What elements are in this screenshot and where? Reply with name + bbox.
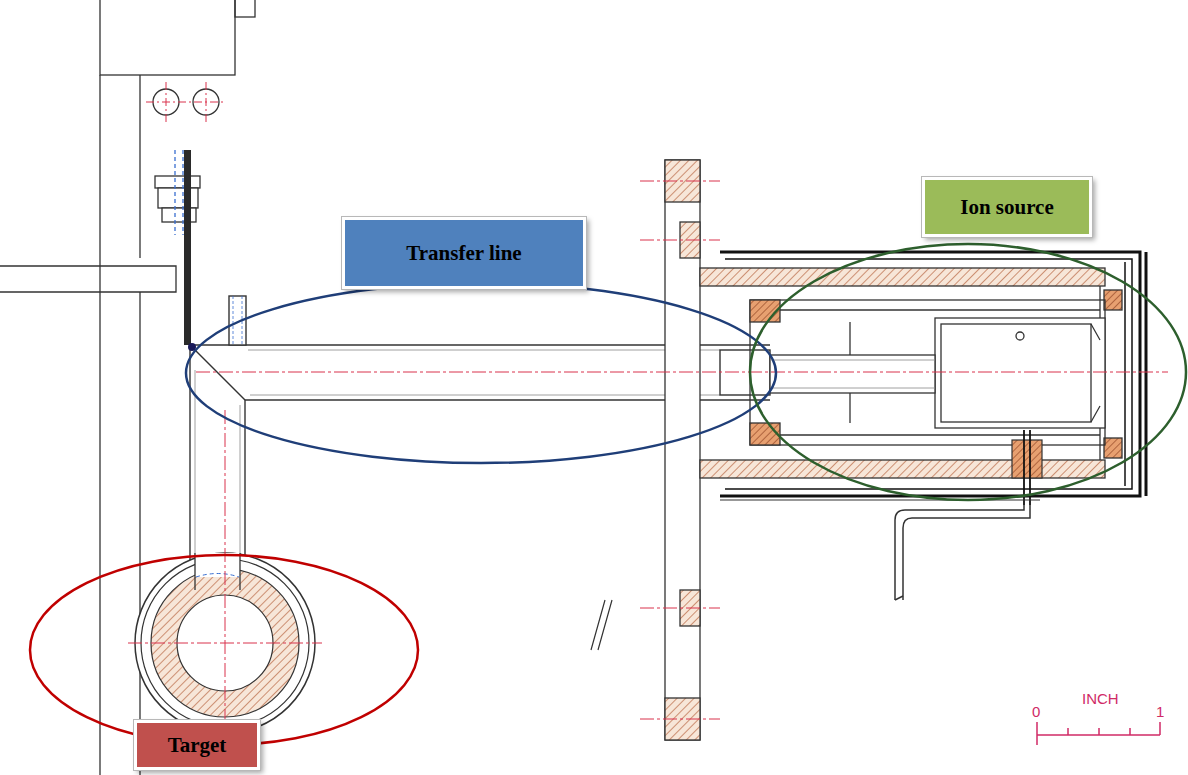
- source-body: [1016, 332, 1024, 340]
- source-body: [750, 423, 780, 445]
- source-body: [1091, 406, 1100, 422]
- scale-bar: [1129, 728, 1131, 735]
- scale-bar: [1159, 722, 1161, 735]
- center-line: [128, 643, 322, 644]
- region-label-box: Transfer line: [342, 217, 586, 289]
- support-bracket: [139, 292, 140, 775]
- region-ellipse: [186, 283, 776, 463]
- nut: [155, 176, 200, 188]
- center-mark: [146, 82, 226, 122]
- flange: [665, 160, 700, 740]
- center-line: [128, 181, 1168, 745]
- nut: [182, 150, 183, 235]
- source-body: [780, 309, 1100, 310]
- source-body: [770, 388, 935, 389]
- source-housing: [1124, 262, 1126, 486]
- nut: [174, 150, 175, 235]
- center-line: [196, 372, 1168, 373]
- center-mark: [166, 82, 167, 122]
- center-line: [640, 719, 720, 720]
- source-body: [935, 318, 1105, 428]
- supply-pipe: [895, 596, 903, 600]
- nut: [158, 188, 198, 208]
- source-body: [780, 434, 1100, 435]
- center-line: [640, 181, 720, 182]
- scale-bar: [1098, 728, 1100, 735]
- scale-number: 0: [1032, 703, 1040, 720]
- target-assembly: [194, 553, 195, 590]
- region-label: Target: [168, 733, 227, 758]
- center-line: [225, 410, 226, 745]
- nut: [155, 150, 200, 235]
- source-housing: [700, 252, 1146, 496]
- center-line: [640, 608, 720, 609]
- transfer-tube: [248, 350, 720, 351]
- transfer-tube: [189, 345, 190, 560]
- support-bracket: [139, 75, 140, 258]
- source-body: [849, 322, 850, 355]
- support-bracket: [235, 0, 255, 17]
- source-body: [941, 324, 1091, 422]
- scale-bar: [1036, 722, 1038, 745]
- center-line: [640, 240, 720, 241]
- center-mark: [146, 102, 226, 103]
- support-bracket: [99, 75, 100, 775]
- source-housing: [1104, 438, 1122, 458]
- transfer-tube: [195, 370, 196, 560]
- scale-number: 1: [1156, 703, 1164, 720]
- supply-pipe: [591, 600, 612, 650]
- supply-pipe: [591, 500, 1040, 650]
- transfer-tube: [244, 400, 245, 560]
- region-label: Ion source: [960, 195, 1054, 220]
- transfer-tube: [192, 347, 245, 400]
- source-body: [1091, 324, 1100, 340]
- source-housing: [1145, 252, 1148, 496]
- supply-pipe: [903, 505, 1030, 600]
- scale-bar: [1037, 722, 1160, 745]
- supply-pipe: [895, 505, 1024, 600]
- scale-bar: [1067, 728, 1069, 735]
- transfer-tube: [240, 405, 241, 560]
- source-housing: [700, 268, 1105, 286]
- target-assembly: [239, 553, 240, 590]
- source-body: [770, 360, 935, 361]
- mounting-plate: [184, 150, 191, 345]
- source-body: [770, 355, 935, 393]
- scale-unit: INCH: [1082, 690, 1119, 707]
- source-housing: [725, 259, 1132, 489]
- source-body: [849, 393, 850, 423]
- source-housing: [1104, 290, 1122, 310]
- center-mark: [206, 82, 207, 122]
- region-label-box: Target: [134, 720, 260, 770]
- flange: [665, 160, 700, 740]
- target-assembly: [196, 574, 239, 578]
- transfer-tube: [233, 296, 234, 345]
- support-bracket: [100, 0, 235, 75]
- support-bracket: [0, 266, 176, 292]
- source-housing: [720, 252, 1140, 496]
- region-label-box: Ion source: [922, 177, 1092, 237]
- region-label: Transfer line: [406, 241, 521, 266]
- source-housing: [700, 460, 1105, 478]
- region-ellipse: [750, 244, 1186, 500]
- region-ellipse: [30, 555, 418, 745]
- transfer-tube: [250, 395, 720, 396]
- feedthrough: [1023, 430, 1025, 505]
- feedthrough: [1012, 440, 1042, 478]
